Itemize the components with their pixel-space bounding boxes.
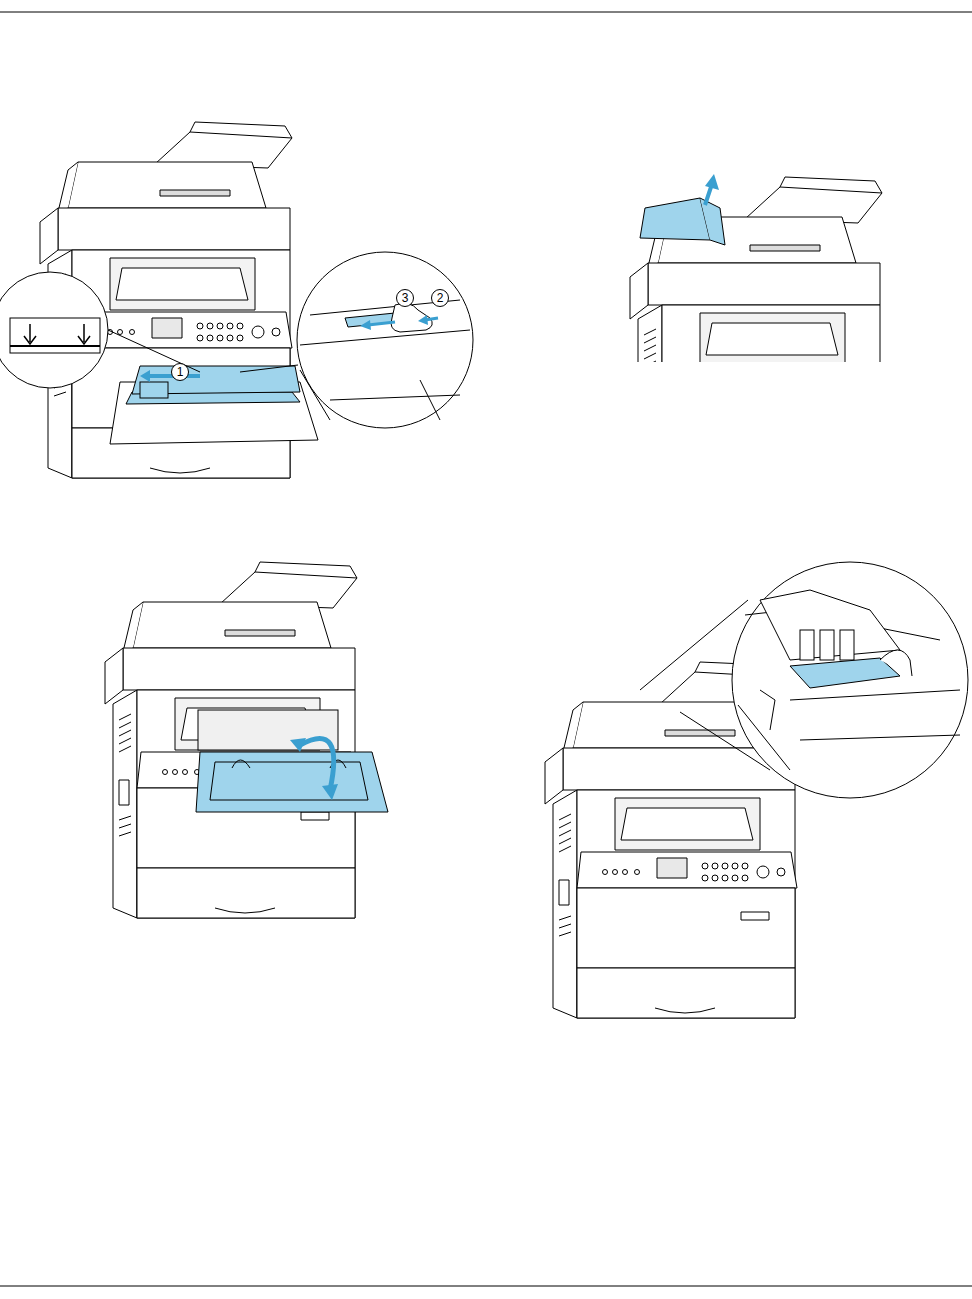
bottom-rule bbox=[0, 1286, 972, 1287]
printer-figure-tray bbox=[105, 562, 388, 918]
callout-number: 3 bbox=[396, 289, 414, 307]
printer-figure-jam bbox=[545, 562, 968, 1018]
printer-figure-paper bbox=[0, 122, 473, 478]
callout-number: 2 bbox=[431, 289, 449, 307]
printer-figure-adf-open bbox=[630, 174, 882, 362]
callout-number: 1 bbox=[171, 363, 189, 381]
top-rule bbox=[0, 12, 972, 13]
